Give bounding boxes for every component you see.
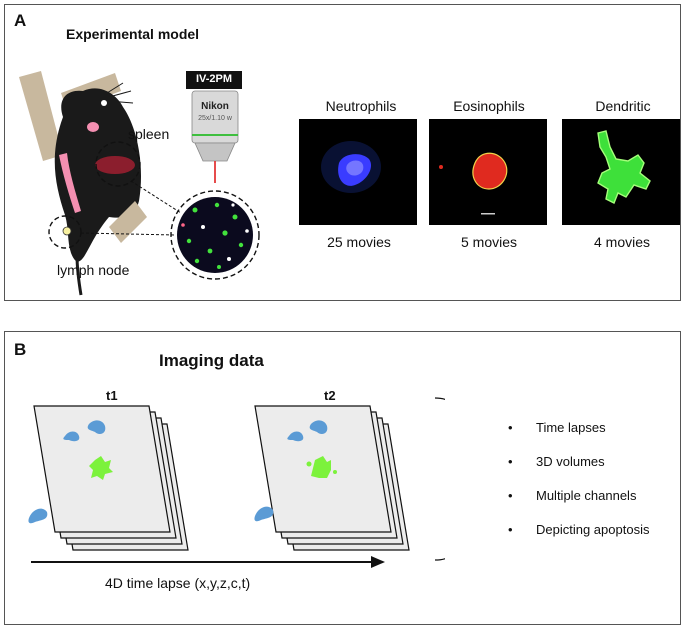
feature-item: Depicting apoptosis	[508, 520, 649, 554]
mouse-pink-leg	[59, 153, 81, 213]
panel-a-title: Experimental model	[66, 26, 200, 42]
lymph-node-dot	[62, 226, 72, 236]
cell-type-label: Eosinophils	[453, 98, 525, 114]
feature-item: Time lapses	[508, 418, 649, 452]
eosinophil-image	[429, 119, 547, 225]
objective-tip	[194, 142, 236, 162]
blue-cell-icon	[287, 431, 304, 442]
blue-cell-icon	[63, 431, 80, 442]
green-cell-fragment	[333, 470, 337, 474]
lymph-node-highlight-circle	[48, 215, 82, 249]
feature-item: Multiple channels	[508, 486, 649, 520]
green-cell-fragment	[306, 461, 312, 467]
objective-badge: IV-2PM	[195, 73, 233, 85]
feature-list: Time lapses 3D volumes Multiple channels…	[508, 418, 649, 554]
tape-strip-top	[19, 71, 63, 161]
microscopy-field-outer	[170, 190, 260, 280]
whisker	[106, 82, 124, 94]
spleen-organ	[95, 156, 135, 174]
stack-t2	[254, 405, 410, 551]
cell-type-label: Dendritic	[595, 98, 651, 114]
spleen-label: spleen	[128, 126, 170, 142]
cell-type-label: Neutrophils	[325, 98, 397, 114]
panel-b-letter: B	[14, 340, 27, 359]
green-cell-icon	[311, 456, 331, 478]
connector-line	[80, 232, 176, 236]
objective-brand: Nikon	[201, 101, 229, 112]
panel-b-title: Imaging data	[159, 351, 264, 370]
mouse-ear	[87, 122, 99, 132]
green-cell-icon	[89, 456, 113, 480]
whisker	[108, 100, 134, 104]
blue-cell-icon	[254, 506, 274, 522]
tape-strip-bottom	[109, 201, 147, 243]
lymph-node-label: lymph node	[57, 262, 130, 278]
stack-t1	[28, 405, 189, 551]
neutrophil-image	[299, 119, 417, 225]
panel-a: A Experimental model	[4, 4, 681, 301]
movie-count: 5 movies	[460, 234, 518, 250]
mouse-eye	[101, 100, 107, 106]
stack-label-t2: t2	[324, 388, 336, 403]
timeline-axis-label: 4D time lapse (x,y,z,c,t)	[105, 575, 251, 591]
curly-brace	[434, 397, 445, 561]
mouse-illustration	[19, 71, 260, 296]
objective-badge-bg	[186, 71, 242, 89]
mouse-tail	[75, 254, 83, 296]
blue-cell-icon	[309, 420, 328, 434]
feature-item: 3D volumes	[508, 452, 649, 486]
stack-label-t1: t1	[106, 388, 118, 403]
spleen-highlight-circle	[95, 141, 141, 187]
microscopy-cells	[181, 202, 249, 269]
dendritic-image	[562, 119, 680, 225]
panel-a-letter: A	[14, 11, 27, 30]
microscopy-field	[177, 197, 253, 273]
timeline-arrowhead	[371, 556, 385, 568]
movie-count: 4 movies	[593, 234, 651, 250]
blue-cell-icon	[28, 508, 48, 524]
mouse-body	[54, 88, 142, 262]
objective-spec: 25x/1.10 w	[198, 115, 232, 122]
blue-cell-icon	[87, 420, 106, 434]
image-stacks	[28, 397, 445, 568]
panel-b: B Imaging data t1 t2	[4, 331, 681, 625]
movie-count: 25 movies	[327, 234, 391, 250]
whisker	[108, 90, 132, 98]
